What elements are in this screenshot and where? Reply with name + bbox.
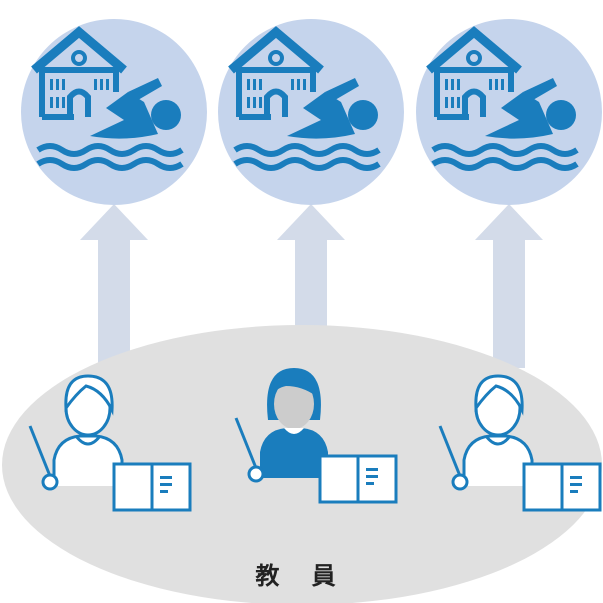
arrow-1 bbox=[80, 204, 148, 368]
facility-circle-3 bbox=[416, 19, 602, 205]
facility-circle-1 bbox=[21, 19, 207, 205]
facility-circle-2 bbox=[218, 19, 404, 205]
group-label: 教 員 bbox=[255, 562, 348, 590]
arrow-3 bbox=[475, 204, 543, 368]
